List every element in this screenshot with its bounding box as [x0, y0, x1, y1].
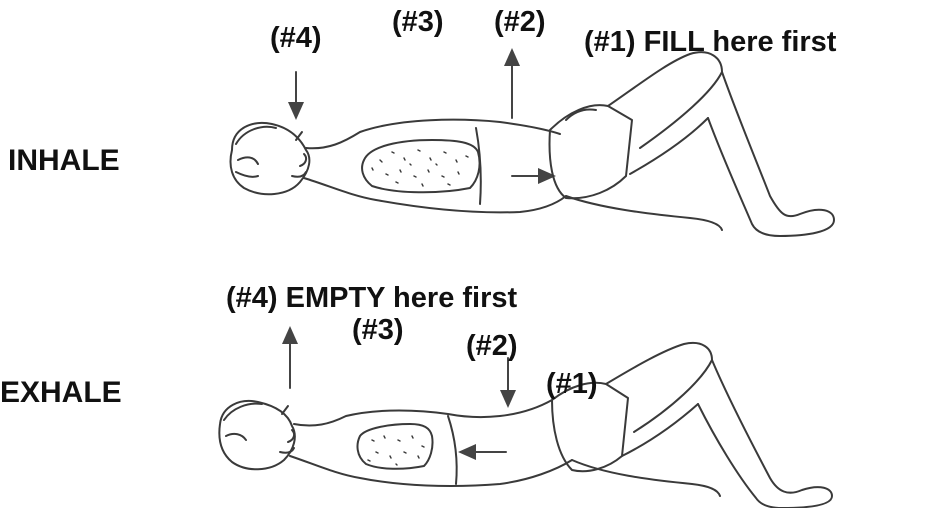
exhale-torso: [290, 400, 572, 486]
inhale-torso: [304, 120, 566, 213]
inhale-phase-label: INHALE: [8, 146, 120, 176]
exhale-thigh: [606, 343, 712, 456]
exhale-step1-label: (#1): [546, 370, 598, 399]
inhale-shorts: [550, 105, 632, 198]
inhale-figure: [231, 52, 835, 236]
exhale-step4-label: (#4) EMPTY here first: [226, 284, 517, 313]
inhale-step4-label: (#4): [270, 24, 322, 53]
inhale-step1-label: (#1) FILL here first: [584, 28, 836, 57]
inhale-arm: [566, 196, 722, 230]
inhale-lungs-stipple: [372, 150, 468, 186]
exhale-arm: [572, 460, 720, 496]
exhale-hair: [224, 404, 262, 440]
exhale-phase-label: EXHALE: [0, 378, 122, 408]
exhale-figure: [219, 334, 832, 508]
inhale-hair: [236, 127, 276, 177]
exhale-step2-label: (#2): [466, 332, 518, 361]
inhale-lungs: [362, 140, 480, 192]
exhale-shin: [698, 360, 832, 508]
inhale-thigh: [608, 52, 722, 174]
inhale-step3-label: (#3): [392, 8, 444, 37]
exhale-face: [280, 406, 294, 453]
inhale-step2-label: (#2): [494, 8, 546, 37]
exhale-lungs-stipple: [368, 436, 424, 465]
exhale-lungs: [358, 424, 433, 469]
inhale-shin: [708, 72, 834, 236]
exhale-step3-label: (#3): [352, 316, 404, 345]
